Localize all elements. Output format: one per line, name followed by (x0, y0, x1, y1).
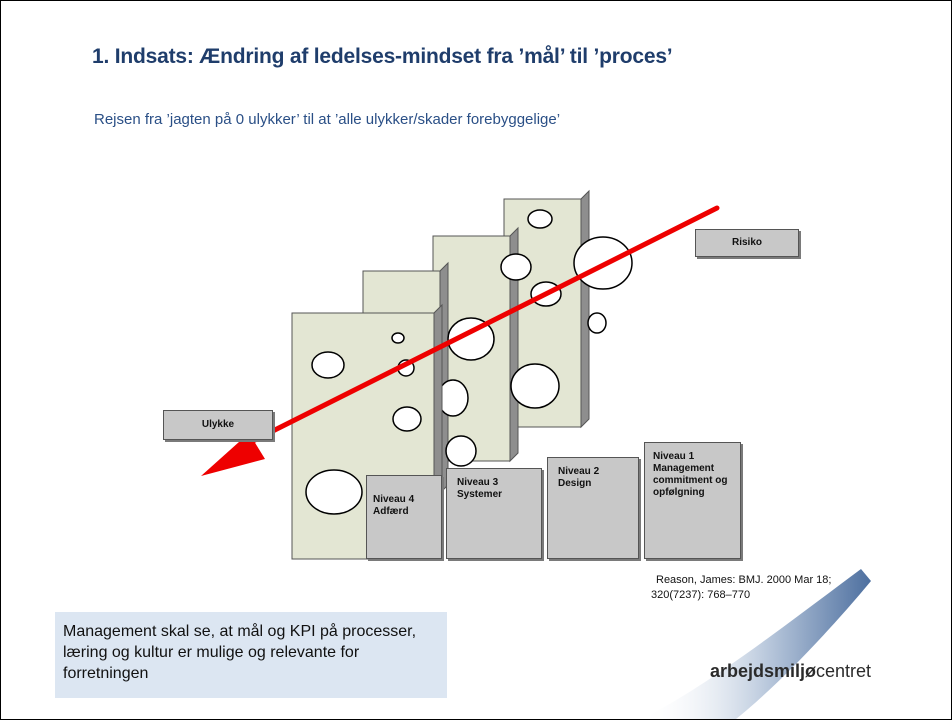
level-3-box: Niveau 3 Systemer (446, 468, 542, 559)
cheese-hole (392, 406, 422, 432)
cheese-hole (311, 351, 345, 379)
company-logo: arbejdsmiljøcentret (710, 661, 871, 682)
risk-label-box: Risiko (695, 229, 799, 257)
cheese-hole (445, 435, 477, 467)
citation-line-2: 320(7237): 768–770 (651, 589, 751, 601)
cheese-hole (510, 363, 560, 409)
citation: Reason, James: BMJ. 2000 Mar 18; 320(723… (651, 573, 901, 603)
cheese-hole (500, 253, 532, 281)
level-3-title: Niveau 3 (457, 477, 499, 488)
level-2-text: Design (558, 478, 592, 489)
cheese-hole (587, 312, 607, 334)
level-2-title: Niveau 2 (558, 466, 600, 477)
slide-subtitle: Rejsen fra ’jagten på 0 ulykker’ til at … (94, 111, 561, 128)
logo-light-text: centret (816, 661, 872, 681)
level-4-box: Niveau 4 Adfærd (366, 475, 442, 559)
accident-label-box: Ulykke (163, 410, 273, 440)
slide-title: 1. Indsats: Ændring af ledelses-mindset … (92, 45, 673, 68)
level-4-text: Adfærd (373, 506, 409, 517)
level-1-text: Management commitment og opfølgning (653, 463, 728, 498)
cheese-hole (527, 209, 553, 229)
risk-arrow (201, 205, 720, 476)
management-note: Management skal se, at mål og KPI på pro… (55, 612, 447, 698)
cheese-hole (305, 469, 363, 515)
citation-line-1: Reason, James: BMJ. 2000 Mar 18; (656, 574, 832, 586)
level-3-text: Systemer (457, 489, 503, 500)
level-1-box: Niveau 1 Management commitment og opfølg… (644, 442, 741, 559)
level-2-box: Niveau 2 Design (547, 457, 639, 559)
logo-swoosh (641, 569, 871, 719)
logo-bold-text: arbejdsmiljø (710, 661, 817, 681)
level-4-title: Niveau 4 (373, 494, 415, 505)
level-1-title: Niveau 1 (653, 451, 695, 462)
cheese-hole (391, 332, 405, 344)
